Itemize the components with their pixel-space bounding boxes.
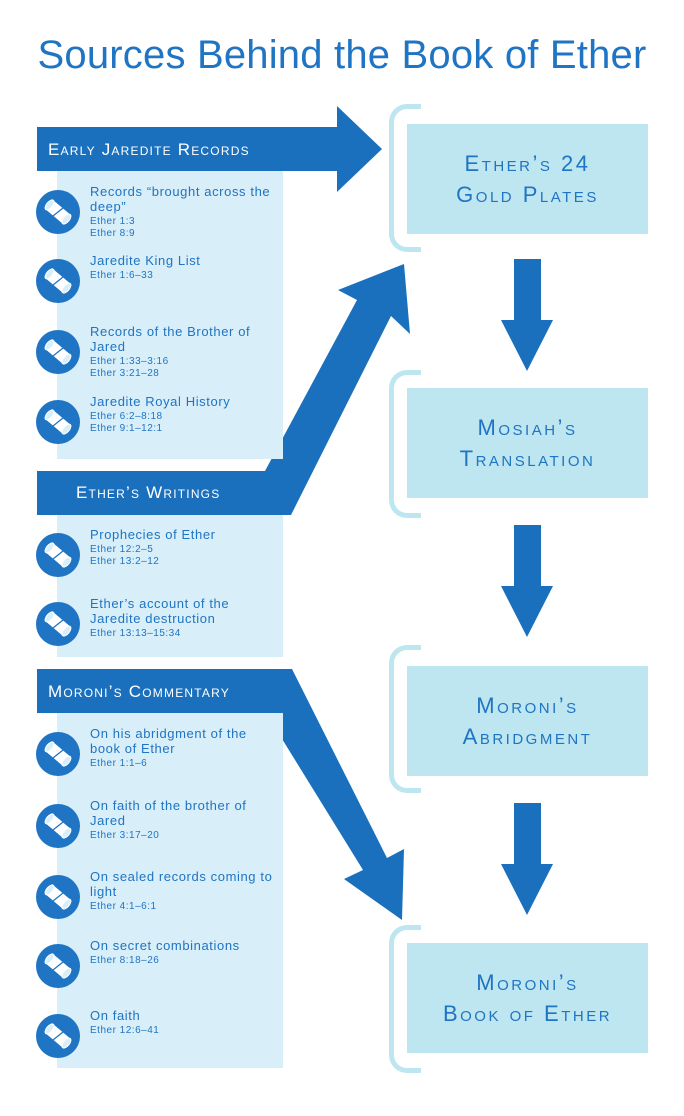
source-label: Records of the Brother of Jared	[90, 324, 251, 354]
scroll-icon	[36, 804, 80, 848]
panel-ethers-writings	[57, 515, 283, 657]
scroll-icon	[36, 944, 80, 988]
source-label: On faith	[90, 1008, 141, 1023]
scripture-ref: Ether 9:1–12:1	[90, 423, 163, 434]
scripture-ref: Ether 1:6–33	[90, 270, 154, 281]
stage-moronis-abridgment: Moroni’s Abridgment	[407, 666, 648, 776]
scripture-refs: Ether 1:6–33	[90, 270, 280, 282]
scripture-ref: Ether 12:6–41	[90, 1025, 160, 1036]
page-title: Sources Behind the Book of Ether	[37, 33, 647, 77]
header-early-records: Early Jaredite Records	[48, 140, 250, 159]
scripture-ref: Ether 13:13–15:34	[90, 628, 181, 639]
source-text: Ether’s account of the Jaredite destruct…	[90, 596, 280, 640]
scroll-icon	[36, 190, 80, 234]
stage-label: Ether’s 24 Gold Plates	[456, 151, 599, 207]
arrow-early-records	[37, 106, 382, 192]
arrow-moronis-commentary	[37, 669, 404, 920]
header-moronis-commentary: Moroni’s Commentary	[48, 682, 230, 701]
down-arrow-2	[501, 525, 553, 637]
scroll-icon	[36, 732, 80, 776]
scripture-refs: Ether 13:13–15:34	[90, 628, 280, 640]
source-label: Prophecies of Ether	[90, 527, 216, 542]
scripture-ref: Ether 3:21–28	[90, 368, 160, 379]
scripture-ref: Ether 12:2–5	[90, 544, 154, 555]
source-label: On faith of the brother of Jared	[90, 798, 247, 828]
scripture-ref: Ether 1:33–3:16	[90, 356, 169, 367]
scroll-icon	[36, 875, 80, 919]
stage-moronis-book-of-ether: Moroni’s Book of Ether	[407, 943, 648, 1053]
source-label: On his abridgment of the book of Ether	[90, 726, 247, 756]
panel-moronis-commentary	[57, 713, 283, 1068]
bracket-stage-1	[389, 104, 421, 252]
scripture-ref: Ether 6:2–8:18	[90, 411, 163, 422]
source-label: Records “brought across the deep”	[90, 184, 271, 214]
source-label: Jaredite Royal History	[90, 394, 231, 409]
scripture-ref: Ether 3:17–20	[90, 830, 160, 841]
bracket-stage-4	[389, 925, 421, 1073]
scripture-ref: Ether 13:2–12	[90, 556, 160, 567]
scripture-refs: Ether 1:1–6	[90, 758, 280, 770]
stage-ethers-plates: Ether’s 24 Gold Plates	[407, 124, 648, 234]
panel-early-records	[57, 171, 283, 459]
stage-label: Moroni’s Abridgment	[462, 693, 593, 749]
scroll-icon	[36, 533, 80, 577]
down-arrow-3	[501, 803, 553, 915]
scripture-ref: Ether 1:1–6	[90, 758, 148, 769]
scroll-icon	[36, 259, 80, 303]
source-text: Records “brought across the deep”Ether 1…	[90, 184, 280, 240]
source-label: On sealed records coming to light	[90, 869, 273, 899]
scripture-ref: Ether 4:1–6:1	[90, 901, 157, 912]
scripture-ref: Ether 8:18–26	[90, 955, 160, 966]
scroll-icon	[36, 400, 80, 444]
source-label: Ether’s account of the Jaredite destruct…	[90, 596, 230, 626]
bracket-stage-3	[389, 645, 421, 793]
stage-label: Moroni’s Book of Ether	[442, 970, 613, 1026]
stage-mosiahs-translation: Mosiah’s Translation	[407, 388, 648, 498]
scripture-refs: Ether 12:6–41	[90, 1025, 280, 1037]
scripture-refs: Ether 4:1–6:1	[90, 901, 280, 913]
stage-label: Mosiah’s Translation	[459, 415, 596, 471]
scripture-refs: Ether 3:17–20	[90, 830, 280, 842]
scripture-ref: Ether 1:3	[90, 216, 136, 227]
down-arrow-1	[501, 259, 553, 371]
scroll-icon	[36, 330, 80, 374]
scripture-refs: Ether 8:18–26	[90, 955, 280, 967]
bracket-stage-2	[389, 370, 421, 518]
scripture-ref: Ether 8:9	[90, 228, 136, 239]
source-label: On secret combinations	[90, 938, 240, 953]
scroll-icon	[36, 1014, 80, 1058]
scroll-icon	[36, 602, 80, 646]
header-ethers-writings: Ether’s Writings	[76, 483, 221, 502]
source-label: Jaredite King List	[90, 253, 201, 268]
arrow-ethers-writings	[37, 264, 410, 515]
